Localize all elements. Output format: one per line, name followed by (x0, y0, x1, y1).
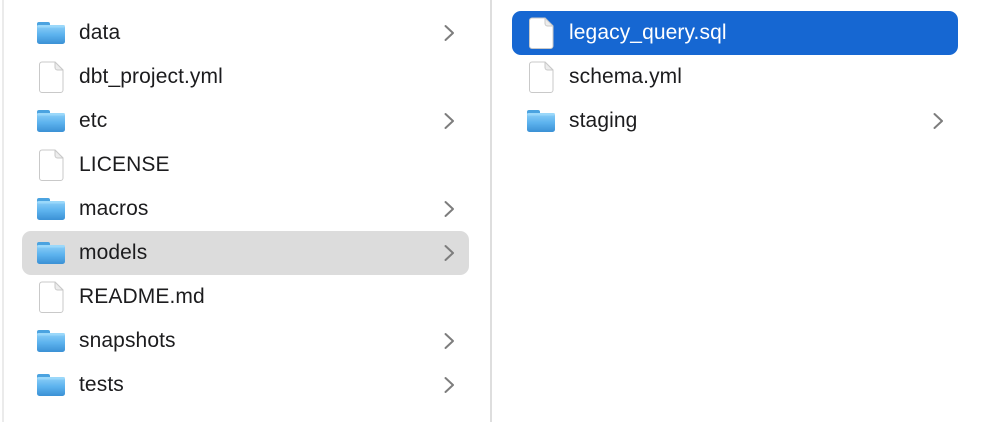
item-label: staging (569, 108, 638, 132)
chevron-right-icon (443, 23, 455, 43)
file-row-legacy_query.sql[interactable]: legacy_query.sql (512, 11, 958, 55)
left-edge-divider (2, 0, 4, 422)
item-label: legacy_query.sql (569, 20, 727, 44)
item-label: schema.yml (569, 64, 683, 88)
folder-row-snapshots[interactable]: snapshots (22, 319, 469, 363)
item-label: models (79, 240, 148, 264)
column-divider (490, 0, 492, 422)
folder-icon (36, 368, 66, 402)
item-label: snapshots (79, 328, 176, 352)
chevron-right-icon (443, 111, 455, 131)
item-label: data (79, 20, 121, 44)
file-row-schema.yml[interactable]: schema.yml (512, 55, 958, 99)
chevron-right-icon (932, 111, 944, 131)
folder-icon (526, 104, 556, 138)
file-row-dbt_project.yml[interactable]: dbt_project.yml (22, 55, 469, 99)
folder-icon (36, 104, 66, 138)
item-label: dbt_project.yml (79, 64, 223, 88)
item-label: macros (79, 196, 149, 220)
file-row-LICENSE[interactable]: LICENSE (22, 143, 469, 187)
chevron-right-icon (443, 375, 455, 395)
folder-row-data[interactable]: data (22, 11, 469, 55)
folder-row-tests[interactable]: tests (22, 363, 469, 407)
item-label: LICENSE (79, 152, 170, 176)
folder-icon (36, 192, 66, 226)
item-label: tests (79, 372, 124, 396)
file-browser-column-child: legacy_query.sql schema.yml (492, 11, 984, 422)
folder-row-staging[interactable]: staging (512, 99, 958, 143)
chevron-right-icon (443, 331, 455, 351)
document-icon (36, 60, 66, 94)
folder-icon (36, 324, 66, 358)
folder-row-macros[interactable]: macros (22, 187, 469, 231)
item-label: README.md (79, 284, 205, 308)
folder-icon (36, 236, 66, 270)
item-label: etc (79, 108, 108, 132)
folder-row-etc[interactable]: etc (22, 99, 469, 143)
document-icon (526, 16, 556, 50)
folder-row-models[interactable]: models (22, 231, 469, 275)
chevron-right-icon (443, 243, 455, 263)
document-icon (36, 148, 66, 182)
folder-icon (36, 16, 66, 50)
file-browser-column-parent: data dbt_project.yml (2, 11, 490, 422)
document-icon (526, 60, 556, 94)
chevron-right-icon (443, 199, 455, 219)
file-row-README.md[interactable]: README.md (22, 275, 469, 319)
document-icon (36, 280, 66, 314)
